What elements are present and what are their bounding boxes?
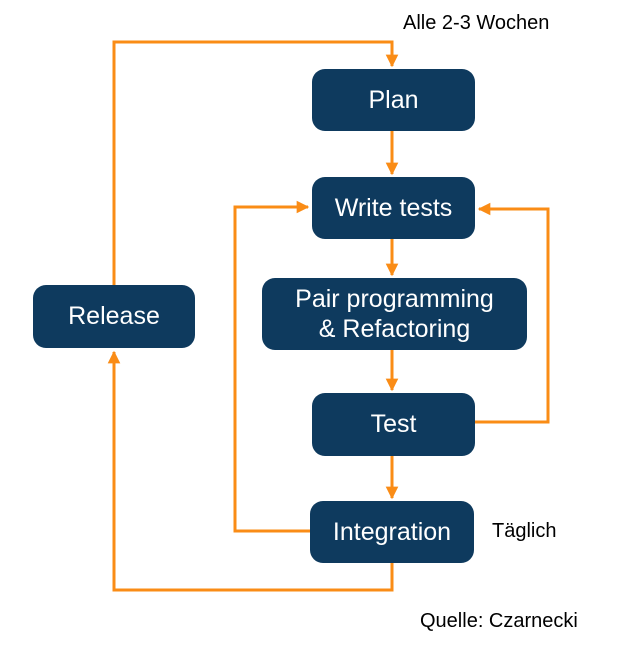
source-label: Quelle: Czarnecki <box>420 610 578 632</box>
arrow-integration-to-write-tests-loop <box>233 200 310 533</box>
node-plan-label: Plan <box>368 85 419 114</box>
node-plan: Plan <box>312 69 475 131</box>
daily-label: Täglich <box>492 520 557 542</box>
node-test: Test <box>312 393 475 456</box>
node-release-label: Release <box>68 302 160 331</box>
node-integration-label: Integration <box>332 517 452 546</box>
arrow-integration-to-release <box>107 350 394 592</box>
node-release: Release <box>33 285 195 348</box>
arrow-release-to-plan <box>112 40 399 285</box>
node-test-label: Test <box>370 410 417 439</box>
cycle-period-label: Alle 2-3 Wochen <box>403 12 550 34</box>
node-pair-programming-label-line2: & Refactoring <box>318 315 471 343</box>
node-pair-programming-label-line1: Pair programming <box>295 284 494 313</box>
node-pair-programming: Pair programming & Refactoring <box>262 278 527 350</box>
node-write-tests: Write tests <box>312 177 475 239</box>
node-write-tests-label: Write tests <box>334 193 453 222</box>
arrow-test-to-write-tests-loop <box>475 202 550 424</box>
node-integration: Integration <box>310 501 474 563</box>
